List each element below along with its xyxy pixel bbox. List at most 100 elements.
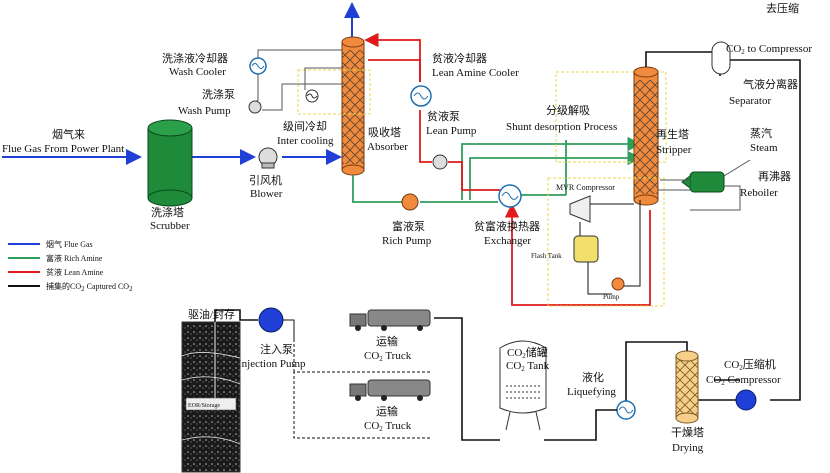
separator-en: Separator [729, 95, 771, 107]
steam-cn: 蒸汽 [750, 126, 772, 140]
reboiler-cn: 再沸器 [758, 170, 791, 183]
rich-amine-lines [352, 136, 642, 203]
rich-pump-cn: 富液泵 [392, 219, 425, 233]
stripper-column [633, 66, 659, 206]
lean-pump-icon [432, 154, 448, 170]
liquefying-en: Liquefying [567, 386, 616, 398]
eor-en: EOR/Storage [188, 403, 220, 409]
legend-flue: 烟气 Flue Gas [46, 239, 93, 249]
injection-en: Injection Pump [238, 358, 306, 370]
injection-out-line [214, 309, 258, 322]
scrubber-cn: 洗涤塔 [151, 205, 184, 219]
drying-cn: 干燥塔 [671, 426, 704, 439]
blower-en: Blower [250, 188, 283, 200]
steam-en: Steam [750, 142, 778, 154]
blower [258, 147, 278, 169]
drying-en: Drying [672, 442, 704, 454]
lean-cooler-coil [413, 92, 429, 100]
blower-cn: 引风机 [249, 173, 282, 187]
lean-cooler-cn: 贫液冷却器 [432, 51, 487, 65]
stripper-en: Stripper [656, 144, 692, 156]
wash-pump-cn: 洗涤泵 [202, 87, 235, 101]
flash-tank-label: Flash Tank [531, 252, 562, 260]
flue-gas-lines [2, 2, 360, 165]
wash-cooler-en: Wash Cooler [169, 66, 226, 78]
legend-lean: 贫液 Lean Amine [46, 267, 104, 277]
lean-cooler-en: Lean Amine Cooler [432, 67, 519, 79]
mvr-pump-icon [611, 277, 625, 291]
rich-pump-en: Rich Pump [382, 235, 432, 247]
mvr-pump-label: Pump [603, 293, 620, 301]
reboiler-lines [658, 179, 741, 211]
liquefying-cn: 液化 [582, 370, 604, 384]
flue-gas-cn: 烟气来 [52, 127, 85, 141]
truck-dashed-lines [293, 340, 430, 439]
truck-2-en: CO2 Truck [364, 420, 412, 433]
inter-cooler-coil [306, 93, 318, 99]
scrubber [147, 119, 193, 207]
legend: 烟气 Flue Gas 富液 Rich Amine 贫液 Lean Amine … [8, 239, 133, 293]
inter-cooling-en: Inter cooling [277, 135, 334, 147]
flash-tank-icon [573, 235, 599, 263]
liquefier-to-tank-line [544, 409, 617, 441]
co2-tank [499, 340, 547, 431]
legend-rich: 富液 Rich Amine [46, 253, 103, 263]
absorber-en: Absorber [367, 141, 408, 153]
mvr-lines [579, 200, 641, 295]
truck-1-cn: 运输 [376, 334, 398, 348]
absorber-cn: 吸收塔 [368, 125, 401, 139]
dryer-to-liquefier-line [625, 341, 688, 404]
injection-pump-icon [258, 307, 284, 333]
steam-line [723, 159, 751, 177]
scrubber-en: Scrubber [150, 220, 190, 232]
mvr-compressor-icon [569, 195, 591, 223]
inter-cooling-box [297, 69, 371, 115]
stripper-cn: 再生塔 [656, 127, 689, 141]
flue-gas-en: Flue Gas From Power Plant [2, 143, 124, 155]
co2-top-lines [645, 51, 801, 401]
legend-co2: 捕集的CO2 Captured CO2 [46, 281, 133, 293]
exchanger-coil [501, 192, 519, 200]
tank-to-truck-line [434, 317, 500, 441]
absorber-column [341, 36, 365, 176]
tank-cn: CO2储罐 [507, 345, 548, 360]
shunt-box [555, 71, 667, 163]
wash-pump-en: Wash Pump [178, 105, 231, 117]
wash-loop [251, 49, 342, 111]
wash-pump-icon [248, 100, 262, 114]
truck-2-icon [349, 379, 431, 401]
truck-1-icon [349, 309, 431, 331]
rich-pump-icon [401, 193, 419, 211]
exchanger-cn: 贫富液换热器 [474, 219, 540, 233]
mvr-box [547, 177, 665, 307]
tank-en: CO2 Tank [506, 360, 550, 373]
drying-column [675, 350, 699, 424]
co2-compressor-en: CO2 Compressor [706, 374, 781, 387]
co2-compressor-cn: CO2压缩机 [724, 357, 776, 372]
truck-1-en: CO2 Truck [364, 350, 412, 363]
shunt-cn: 分级解吸 [546, 103, 590, 117]
inter-cooling-cn: 级间冷却 [283, 120, 327, 133]
exchanger-en: Exchanger [484, 235, 531, 247]
lean-amine-lines [364, 32, 651, 306]
lean-pump-en: Lean Pump [426, 125, 477, 137]
separator-icon [711, 41, 731, 75]
injection-in-line [283, 319, 295, 340]
wash-cooler-coil [251, 63, 265, 69]
eor-storage-image [181, 321, 241, 473]
lean-pump-cn: 贫液泵 [427, 109, 460, 123]
co2-compressor-icon [735, 389, 757, 411]
shunt-en: Shunt desorption Process [506, 121, 617, 133]
to-compressor-cn: 去压缩 [766, 2, 799, 15]
reboiler-en: Reboiler [740, 187, 778, 199]
eor-cn: 驱油/封存 [188, 307, 235, 321]
mvr-label: MVR Compressor [556, 183, 615, 192]
wash-cooler-cn: 洗涤液冷却器 [162, 51, 228, 65]
reboiler-icon [681, 171, 725, 193]
separator-cn: 气液分离器 [743, 77, 798, 91]
truck-2-cn: 运输 [376, 404, 398, 418]
to-compressor-en: CO2 to Compressor [726, 43, 812, 56]
liquefier-coil [618, 406, 634, 414]
